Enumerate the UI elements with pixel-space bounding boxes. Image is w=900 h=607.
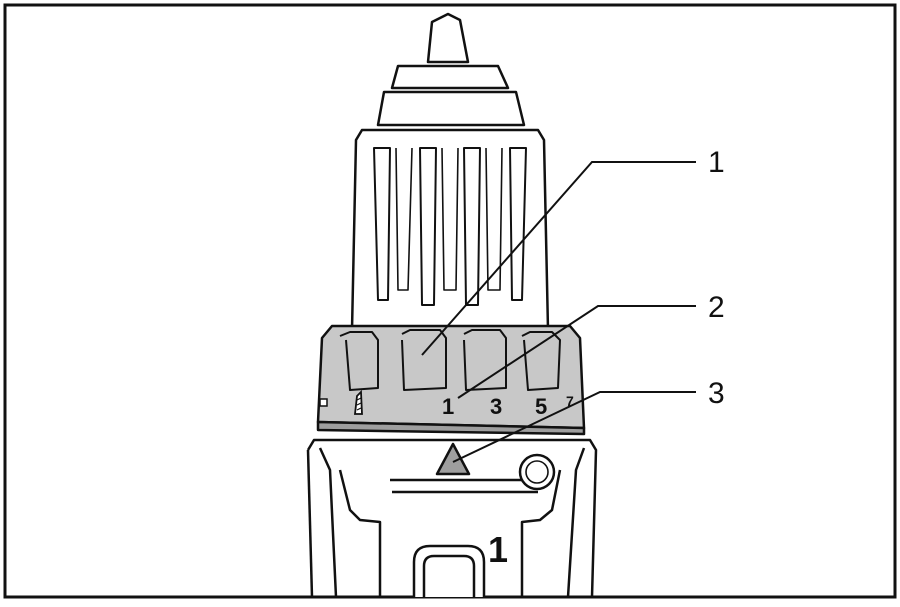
dial-number-5: 5 xyxy=(535,394,547,419)
callout-leaders xyxy=(421,161,696,463)
chuck-sleeve xyxy=(350,128,550,332)
dial-markings: 1 3 5 7 xyxy=(319,389,574,419)
dial-number-1: 1 xyxy=(442,394,454,419)
gear-mark-label: 1 xyxy=(488,529,508,570)
chuck-tip xyxy=(376,12,526,127)
callout-number-3: 3 xyxy=(708,377,725,410)
dial-number-3: 3 xyxy=(490,394,502,419)
callout-leader-2 xyxy=(457,305,696,399)
drill-housing xyxy=(306,438,598,598)
callout-number-1: 1 xyxy=(708,146,725,179)
callout-number-2: 2 xyxy=(708,291,725,324)
dial-small-square-mark xyxy=(319,398,328,407)
callout-leader-1 xyxy=(421,161,696,356)
drill-bit-icon xyxy=(353,389,363,415)
callout-leader-3 xyxy=(452,391,696,463)
dial-number-7: 7 xyxy=(566,393,574,409)
